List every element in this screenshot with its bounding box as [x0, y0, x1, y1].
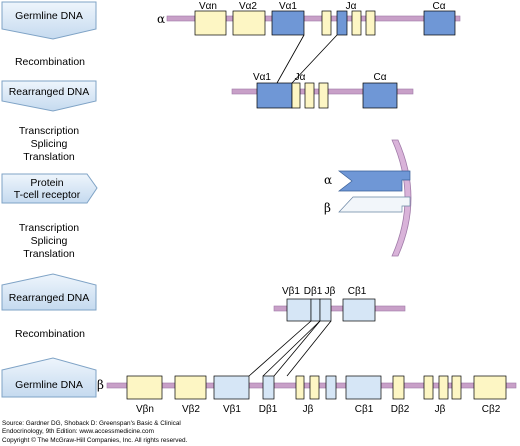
- beta-germline-vb2-label: Vβ2: [182, 404, 200, 415]
- alpha-rearranged-ja-label: Jα: [295, 72, 306, 83]
- recombination-label-bottom: Recombination: [15, 328, 85, 340]
- beta-germline-cb2-label: Cβ2: [482, 404, 501, 415]
- alpha-germline-van-segment: [194, 10, 227, 36]
- process-steps-bottom: Transcription Splicing Translation: [19, 222, 79, 260]
- receptor-alpha-chain: [337, 170, 411, 192]
- beta-germline-cb2-segment: [473, 375, 507, 400]
- beta-germline-db2-label: Dβ2: [391, 404, 410, 415]
- alpha-rearranged-dna: Vα1 Jα Cα: [231, 72, 414, 109]
- source-line-2: Endocrinology, 9th Edition: www.accessme…: [2, 428, 154, 435]
- source-line-1: Source: Gardner DG, Shoback D: Greenspan…: [2, 420, 181, 427]
- rearranged-dna-box-top: Rearranged DNA: [1, 80, 97, 112]
- beta-chain-symbol: β: [97, 378, 104, 392]
- copyright-line: Copyright © The McGraw-Hill Companies, I…: [2, 437, 188, 444]
- alpha-chain-symbol: α: [157, 12, 165, 26]
- beta-germline-j2-segment-3: [451, 375, 462, 400]
- beta-rearranged-cb1-segment: [342, 298, 376, 322]
- alpha-rearranged-j-segment-1: [291, 82, 301, 109]
- beta-germline-j2-segment-2: [438, 375, 449, 400]
- beta-germline-vbn-label: Vβn: [136, 404, 154, 415]
- splicing-label-top: Splicing: [31, 138, 68, 150]
- translation-label-top: Translation: [23, 151, 75, 163]
- germline-dna-label-bottom: Germline DNA: [15, 379, 83, 391]
- beta-germline-vb2-segment: [174, 375, 207, 400]
- alpha-germline-dna: α Vαn Vα2 Vα1 Jα Cα: [157, 1, 461, 36]
- rearranged-dna-label-bottom: Rearranged DNA: [9, 292, 90, 304]
- beta-rearranged-jb-label: Jβ: [325, 286, 336, 297]
- beta-germline-db2-segment: [392, 375, 405, 400]
- germline-dna-box-bottom: Germline DNA: [1, 357, 97, 398]
- recombination-label-top: Recombination: [15, 56, 85, 68]
- beta-germline-jb1-label: Jβ: [303, 404, 314, 415]
- beta-rearranged-vb1-label: Vβ1: [282, 286, 300, 297]
- rearranged-dna-box-bottom: Rearranged DNA: [1, 273, 97, 311]
- receptor-beta-chain: [338, 196, 411, 213]
- receptor-beta-symbol: β: [324, 201, 331, 215]
- beta-rearranged-strand: [273, 305, 406, 312]
- transcription-label-bottom: Transcription: [19, 222, 79, 234]
- t-cell-receptor-label: T-cell receptor: [14, 189, 81, 201]
- beta-germline-vb1-label: Vβ1: [223, 404, 241, 415]
- beta-germline-vbn-segment: [126, 375, 163, 400]
- beta-rearranged-jb-segment: [319, 298, 332, 322]
- t-cell-receptor-diagram: α β: [324, 139, 412, 257]
- alpha-germline-van-label: Vαn: [199, 1, 217, 12]
- alpha-rearranged-j-segment-3: [318, 82, 329, 109]
- translation-label-bottom: Translation: [23, 248, 75, 260]
- process-steps-top: Transcription Splicing Translation: [19, 125, 79, 163]
- alpha-germline-ca-label: Cα: [432, 1, 445, 12]
- beta-recombination-lines: [248, 320, 332, 377]
- alpha-germline-j-segment-3: [351, 10, 362, 36]
- alpha-recombination-lines: [276, 34, 338, 84]
- beta-rearranged-dna: Vβ1 Dβ1 Jβ Cβ1: [273, 286, 406, 322]
- germline-dna-box-top: Germline DNA: [1, 1, 97, 40]
- beta-germline-dna: β Vβn Vβ2 Vβ1 Dβ1 Jβ Cβ1 Dβ2 Jβ Cβ2: [97, 375, 517, 415]
- beta-germline-cb1-label: Cβ1: [355, 404, 374, 415]
- rearranged-dna-label-top: Rearranged DNA: [9, 86, 90, 98]
- transcription-label-top: Transcription: [19, 125, 79, 137]
- alpha-germline-strand: [166, 15, 461, 22]
- alpha-germline-j-segment-2: [336, 10, 348, 36]
- germline-dna-label-top: Germline DNA: [15, 10, 83, 22]
- alpha-rearranged-ca-segment: [362, 82, 398, 109]
- alpha-germline-va2-label: Vα2: [239, 1, 257, 12]
- alpha-germline-va2-segment: [232, 10, 266, 36]
- receptor-alpha-symbol: α: [324, 173, 332, 187]
- beta-germline-jb2-label: Jβ: [435, 404, 446, 415]
- beta-germline-j1-segment-3: [325, 375, 337, 400]
- beta-germline-j2-segment-1: [423, 375, 434, 400]
- beta-rearranged-db1-label: Dβ1: [304, 286, 323, 297]
- beta-germline-db1-segment: [262, 375, 275, 400]
- alpha-germline-j-segment-4: [365, 10, 376, 36]
- beta-germline-cb1-segment: [345, 375, 382, 400]
- alpha-germline-ja-label: Jα: [346, 1, 357, 12]
- beta-rearranged-db1-segment: [310, 298, 321, 322]
- protein-label: Protein: [30, 177, 63, 189]
- beta-germline-db1-label: Dβ1: [259, 404, 278, 415]
- beta-rearranged-vb1-segment: [286, 298, 312, 322]
- alpha-rearranged-j-segment-2: [304, 82, 315, 109]
- beta-germline-j1-segment-1: [295, 375, 305, 400]
- beta-germline-vb1-segment: [213, 375, 250, 400]
- alpha-germline-j-segment-1: [321, 10, 332, 36]
- splicing-label-bottom: Splicing: [31, 235, 68, 247]
- alpha-rearranged-va1-segment: [256, 82, 293, 109]
- beta-rearranged-cb1-label: Cβ1: [348, 286, 367, 297]
- alpha-germline-ca-segment: [423, 10, 456, 36]
- beta-germline-j1-segment-2: [309, 375, 320, 400]
- protein-box: Protein T-cell receptor: [1, 173, 98, 204]
- alpha-germline-va1-segment: [271, 10, 305, 36]
- alpha-rearranged-va1-label: Vα1: [253, 72, 271, 83]
- alpha-germline-va1-label: Vα1: [279, 1, 297, 12]
- alpha-rearranged-ca-label: Cα: [373, 72, 386, 83]
